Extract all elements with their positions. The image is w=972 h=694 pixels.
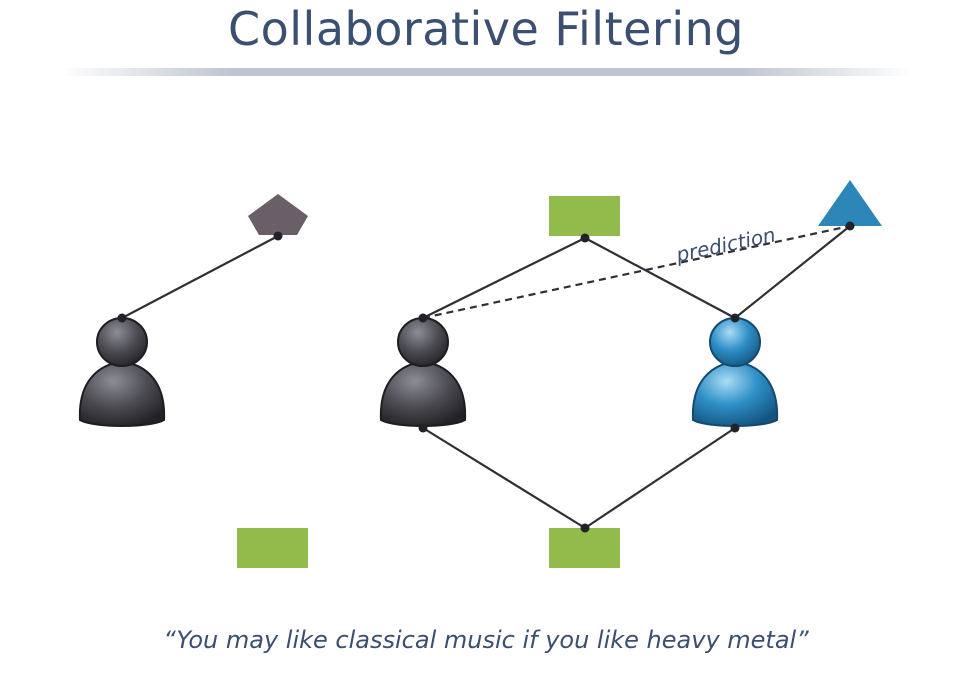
- bottom-center-green-item: [549, 528, 620, 568]
- node-dot: [580, 523, 590, 533]
- pentagon-item-icon: [248, 194, 308, 235]
- node-dot: [730, 313, 740, 323]
- edge-user2-bottom-item: [422, 427, 586, 529]
- edge-user1-pentagon: [121, 235, 279, 319]
- title-underline: [60, 68, 912, 76]
- node-dot: [418, 423, 428, 433]
- prediction-dashed-edge: [422, 224, 851, 320]
- bottom-left-green-item: [237, 528, 308, 568]
- node-dot: [580, 233, 590, 243]
- user-icon-center: [379, 317, 467, 427]
- user-icon-right-blue: [691, 317, 779, 427]
- node-dot: [273, 231, 283, 241]
- caption-quote: “You may like classical music if you lik…: [163, 626, 809, 654]
- prediction-label: prediction: [673, 222, 778, 267]
- node-dot: [730, 423, 740, 433]
- slide-title: Collaborative Filtering: [228, 2, 744, 56]
- node-dot: [418, 313, 428, 323]
- user-icon-left: [78, 317, 166, 427]
- edge-top-item-user3: [584, 237, 736, 319]
- top-green-item: [549, 196, 620, 236]
- edge-user2-top-item: [422, 237, 586, 319]
- node-dot: [117, 313, 127, 323]
- edge-user3-triangle: [734, 225, 851, 319]
- node-dot: [845, 221, 855, 231]
- edge-bottom-item-user3: [584, 427, 736, 529]
- triangle-item-icon: [818, 180, 882, 226]
